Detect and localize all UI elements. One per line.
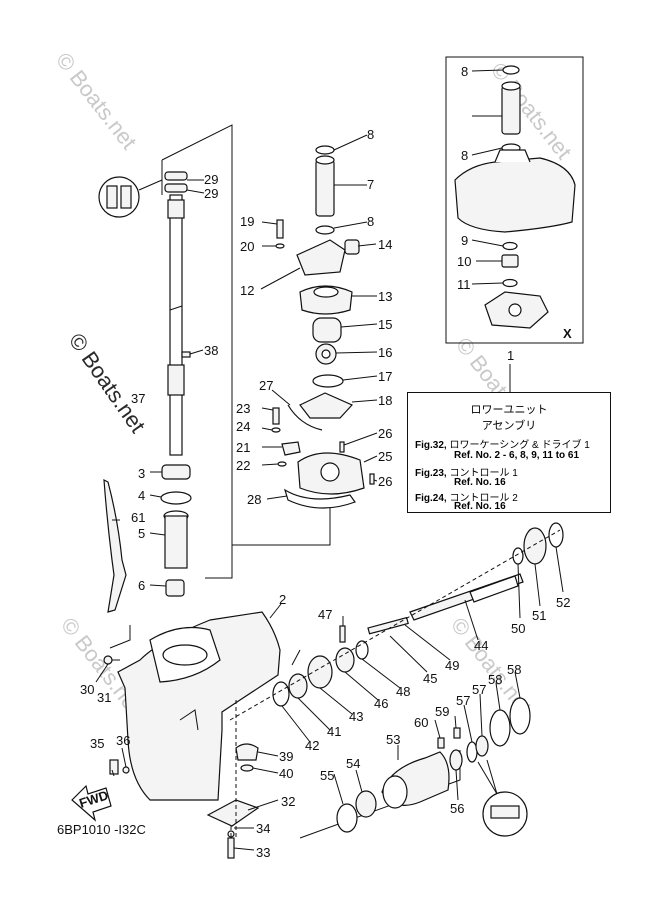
part-label: 10 xyxy=(457,254,471,269)
part-label: 41 xyxy=(327,724,341,739)
part-label: 44 xyxy=(474,638,488,653)
part-label: 21 xyxy=(236,440,250,455)
part-label: 27 xyxy=(259,378,273,393)
part-label: 30 xyxy=(80,682,94,697)
part-label: 18 xyxy=(378,393,392,408)
part-label: 16 xyxy=(378,345,392,360)
part-label: 51 xyxy=(532,608,546,623)
legend-ref: Ref. No. 2 - 6, 8, 9, 11 to 61 xyxy=(454,450,580,461)
part-label: 6 xyxy=(138,578,145,593)
part-label: 40 xyxy=(279,766,293,781)
part-label: 8 xyxy=(367,127,374,142)
part-label: 4 xyxy=(138,488,145,503)
part-label: 52 xyxy=(556,595,570,610)
part-label: 58 xyxy=(507,662,521,677)
part-label: 8 xyxy=(461,64,468,79)
part-label: 37 xyxy=(131,391,145,406)
part-label: 56 xyxy=(450,801,464,816)
legend-fig: Fig.32, xyxy=(415,440,447,451)
part-label: 8 xyxy=(367,214,374,229)
propeller-shaft-group xyxy=(229,522,564,743)
part-label: 50 xyxy=(511,621,525,636)
part-label: 61 xyxy=(131,510,145,525)
legend-row: Fig.24, コントロール 2 xyxy=(415,489,518,504)
part-label: 29 xyxy=(204,172,218,187)
part-label: 25 xyxy=(378,449,392,464)
part-label: 23 xyxy=(236,401,250,416)
part-label: 57 xyxy=(456,693,470,708)
part-label: 8 xyxy=(461,148,468,163)
part-label: 59 xyxy=(435,704,449,719)
legend-desc: コントロール 2 xyxy=(449,493,518,504)
legend-subtitle: アセンブリ xyxy=(481,420,537,432)
part-label: 26 xyxy=(378,474,392,489)
watermark-top-left: © Boats.net xyxy=(51,48,142,154)
part-label: 38 xyxy=(204,343,218,358)
part-label: 14 xyxy=(378,237,392,252)
part-label: 39 xyxy=(279,749,293,764)
part-label: 12 xyxy=(240,283,254,298)
part-label: 53 xyxy=(386,732,400,747)
part-number-labels: 2 3 4 5 6 7 8 8 8 8 9 10 11 12 13 14 15 … xyxy=(80,64,570,860)
part-label: 26 xyxy=(378,426,392,441)
part-label: 7 xyxy=(367,177,374,192)
assembly-legend: ロワーユニット アセンブリ Fig.32, ロワーケーシング & ドライブ 1 … xyxy=(407,392,611,513)
watermark-top-right: © Boats.net xyxy=(486,58,577,164)
part-label: 22 xyxy=(236,458,250,473)
driveshaft-group xyxy=(98,124,233,613)
legend-ref-number: 1 xyxy=(507,348,514,363)
part-label: 32 xyxy=(281,794,295,809)
part-label: 31 xyxy=(97,690,111,705)
legend-ref: Ref. No. 16 xyxy=(454,477,506,488)
part-label: 24 xyxy=(236,419,250,434)
part-label: 54 xyxy=(346,756,360,771)
legend-fig: Fig.23, xyxy=(415,468,447,479)
legend-desc: コントロール 1 xyxy=(449,468,518,479)
part-label: 3 xyxy=(138,466,145,481)
part-label: 9 xyxy=(461,233,468,248)
part-label: 28 xyxy=(247,492,261,507)
lower-casing: FWD xyxy=(71,603,301,859)
part-label: 13 xyxy=(378,289,392,304)
part-label: 48 xyxy=(396,684,410,699)
inset-x: X xyxy=(445,56,584,344)
legend-desc: ロワーケーシング & ドライブ 1 xyxy=(449,440,590,451)
part-label: 35 xyxy=(90,736,104,751)
part-label: 17 xyxy=(378,369,392,384)
part-label: 34 xyxy=(256,821,270,836)
part-label: 57 xyxy=(472,682,486,697)
part-label: 55 xyxy=(320,768,334,783)
inset-x-label: X xyxy=(563,326,572,341)
legend-fig: Fig.24, xyxy=(415,493,447,504)
part-label: 43 xyxy=(349,709,363,724)
part-label: 58 xyxy=(488,672,502,687)
part-label: 15 xyxy=(378,317,392,332)
part-label: 45 xyxy=(423,671,437,686)
drawing-code: 6BP1010 -I32C xyxy=(57,822,146,837)
part-label: 49 xyxy=(445,658,459,673)
water-pump-group xyxy=(231,134,378,546)
part-label: 29 xyxy=(204,186,218,201)
legend-row: Fig.23, コントロール 1 xyxy=(415,464,518,479)
part-label: 20 xyxy=(240,239,254,254)
part-label: 42 xyxy=(305,738,319,753)
part-label: 46 xyxy=(374,696,388,711)
part-label: 47 xyxy=(318,607,332,622)
part-label: 33 xyxy=(256,845,270,860)
bearing-housing-group xyxy=(299,671,531,839)
part-label: 19 xyxy=(240,214,254,229)
legend-row: Fig.32, ロワーケーシング & ドライブ 1 xyxy=(415,436,590,451)
watermark-main: © Boats.net xyxy=(64,329,151,438)
part-label: 36 xyxy=(116,733,130,748)
part-label: 2 xyxy=(279,592,286,607)
legend-title: ロワーユニット xyxy=(470,404,548,416)
part-label: 5 xyxy=(138,526,145,541)
part-label: 11 xyxy=(457,277,471,292)
part-label: 60 xyxy=(414,715,428,730)
legend-ref: Ref. No. 16 xyxy=(454,501,506,512)
